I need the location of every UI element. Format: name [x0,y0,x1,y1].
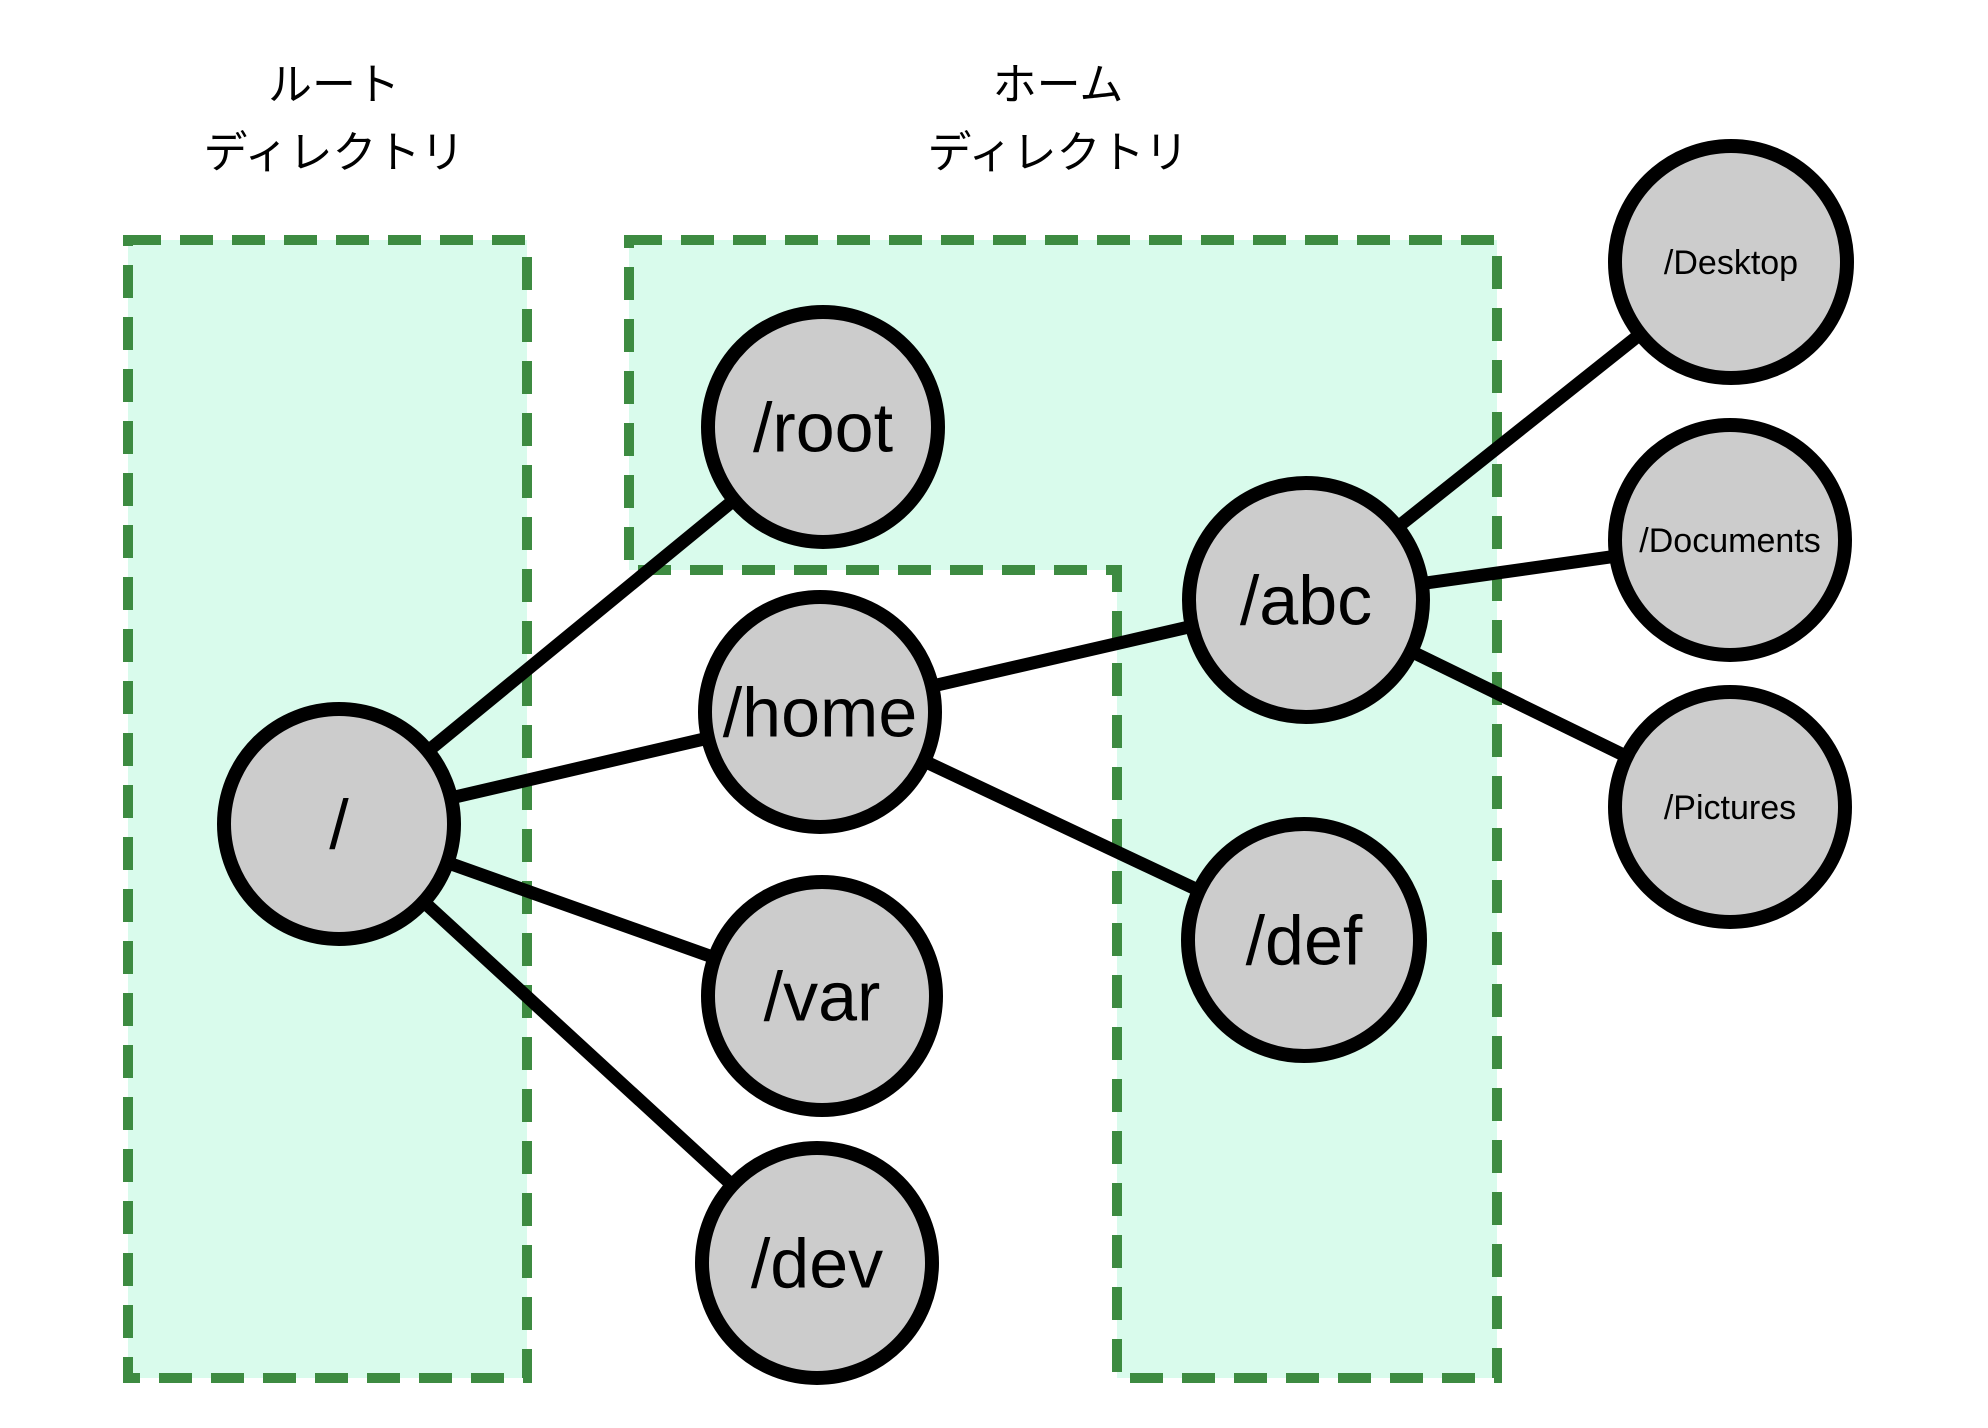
node-var [701,875,943,1117]
node-label-slash: / [329,786,349,864]
node-slash [217,702,461,946]
root-directory-title-line-2: ディレクトリ [204,128,465,177]
node-abc [1182,476,1430,724]
home-directory-title-line-1: ホーム [993,60,1124,109]
node-label-pictures: /Pictures [1664,789,1796,827]
node-label-dev: /dev [751,1225,883,1303]
node-label-home: /home [723,674,918,752]
node-pictures [1608,685,1852,929]
node-documents [1608,418,1852,662]
node-label-def: /def [1246,902,1363,980]
node-label-root: /root [753,389,893,467]
root-directory-title-line-1: ルート [268,60,400,109]
node-label-var: /var [764,958,881,1036]
node-desktop [1608,139,1854,385]
node-dev [695,1141,939,1385]
node-def [1181,817,1427,1063]
node-home [698,590,942,834]
node-label-desktop: /Desktop [1664,244,1798,282]
node-layer: / /root/home/var/dev/abc/def/Desktop/Docu… [217,139,1854,1385]
node-root [701,305,945,549]
node-label-documents: /Documents [1639,522,1820,560]
node-label-abc: /abc [1240,562,1372,640]
home-directory-title-line-2: ディレクトリ [928,128,1189,177]
